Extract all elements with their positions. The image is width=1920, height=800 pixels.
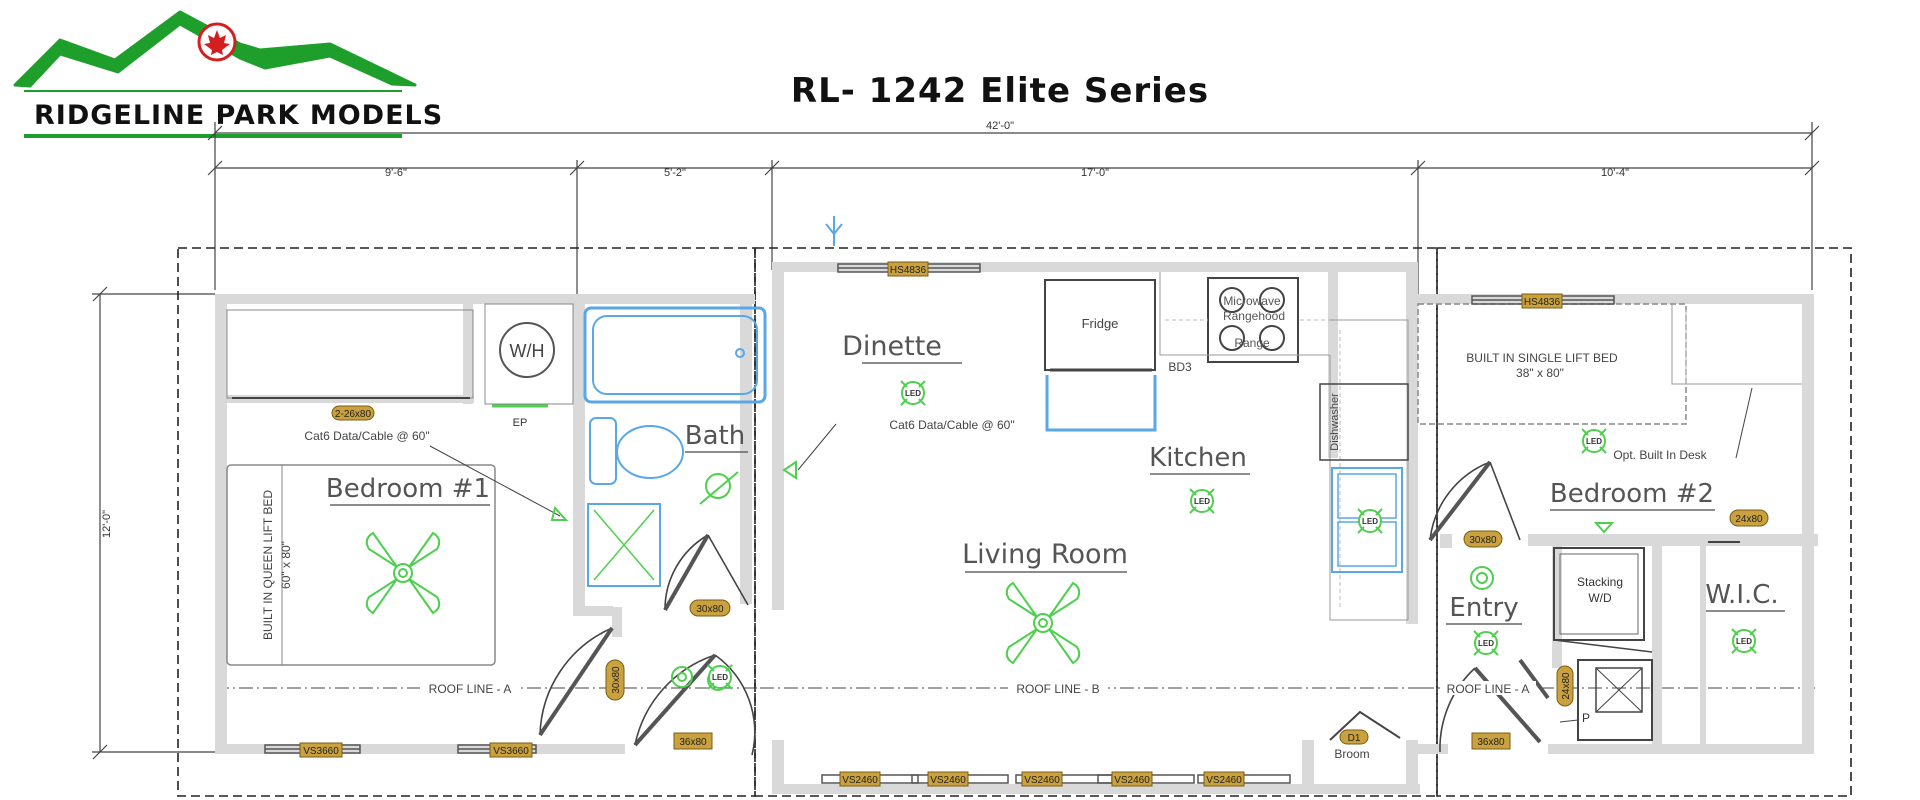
roof-labels: ROOF LINE - A ROOF LINE - B ROOF LINE - …: [420, 681, 1536, 696]
tag-door-30x80-hall: 30x80: [611, 666, 622, 694]
room-bedroom2: Bedroom #2: [1550, 479, 1714, 509]
led-kitchen: LED: [1189, 488, 1215, 514]
tag-window-vs2460-b: VS2460: [930, 775, 966, 786]
logo-mountains: [13, 10, 417, 88]
led-lights: LED LED LED LED LED LED: [707, 380, 1757, 690]
dim-depth: 12'-0": [101, 510, 113, 538]
svg-text:LED: LED: [712, 673, 728, 682]
led-wic: LED: [1731, 628, 1757, 654]
doors-left: [538, 534, 756, 756]
led-entry: LED: [1473, 630, 1499, 656]
cat6-mid-label: Cat6 Data/Cable @ 60": [889, 418, 1014, 432]
room-living: Living Room: [962, 539, 1128, 570]
bath-fixtures: [583, 306, 767, 587]
svg-text:LED: LED: [1586, 437, 1602, 446]
fridge-label: Fridge: [1082, 316, 1119, 331]
tag-window-vs2460-d: VS2460: [1114, 775, 1150, 786]
tag-door-30x80-bath: 30x80: [696, 604, 724, 615]
led-bedroom2: LED: [1581, 428, 1607, 454]
tag-window-vs3660-b: VS3660: [493, 746, 529, 757]
dim-seg1: 9'-6": [385, 167, 407, 179]
roof-label-b: ROOF LINE - B: [1016, 682, 1099, 696]
room-dinette: Dinette: [842, 331, 942, 362]
toilet-tank: [589, 417, 617, 485]
single-bed-size: 38" x 80": [1516, 366, 1564, 380]
dishwasher-label: Dishwasher: [1329, 393, 1341, 451]
dim-seg4: 10'-4": [1601, 167, 1629, 179]
bedroom2-fixtures: BUILT IN SINGLE LIFT BED 38" x 80" Opt. …: [1417, 303, 1802, 753]
led-dinette: LED: [900, 380, 926, 406]
queen-lift-bed: [226, 464, 496, 666]
stacking-wd-label: W/D: [1588, 591, 1612, 605]
led-hall: LED: [707, 664, 733, 690]
p-label: P: [1582, 711, 1590, 725]
toilet-bowl: [616, 425, 684, 479]
dim-seg2: 5'-2": [664, 167, 686, 179]
roof-outlines: [177, 247, 1852, 797]
svg-text:LED: LED: [1478, 639, 1494, 648]
tag-door-30x80-bed2: 30x80: [1469, 535, 1497, 546]
tag-window-vs2460-e: VS2460: [1206, 775, 1242, 786]
tag-door-d1: D1: [1348, 733, 1361, 744]
kitchen-sink: [1331, 467, 1403, 573]
walls: [215, 262, 1818, 794]
tag-door-36x80-left: 36x80: [679, 737, 707, 748]
room-names: Dinette Bath Bedroom #1 Kitchen Living R…: [326, 331, 1785, 625]
stacking-washer-dryer: [1553, 547, 1645, 641]
dim-overall: 42'-0": [986, 120, 1014, 132]
roof-label-a-left: ROOF LINE - A: [429, 682, 512, 696]
tag-door-36x80-right: 36x80: [1477, 737, 1505, 748]
tag-door-2-26x80: 2-26x80: [335, 409, 372, 420]
logo: RIDGELINE PARK MODELS: [12, 0, 443, 145]
tag-hs4836-b: HS4836: [1524, 297, 1561, 308]
bedroom1-fixtures: BUILT IN QUEEN LIFT BED 60" x 80" W/H EP…: [226, 303, 574, 666]
cat6-left-label: Cat6 Data/Cable @ 60": [304, 429, 429, 443]
tag-window-vs2460-c: VS2460: [1024, 775, 1060, 786]
single-bed-label: BUILT IN SINGLE LIFT BED: [1466, 351, 1618, 365]
room-bedroom1: Bedroom #1: [326, 474, 490, 504]
range-label: Range: [1234, 336, 1270, 350]
broom-label: Broom: [1334, 747, 1369, 761]
dimension-lines: [92, 122, 1820, 760]
ceiling-fan-icon: [365, 531, 441, 615]
room-kitchen: Kitchen: [1149, 443, 1247, 473]
svg-text:LED: LED: [1736, 637, 1752, 646]
led-sink: LED: [1357, 508, 1383, 534]
tag-window-vs3660-a: VS3660: [303, 746, 339, 757]
dinette-bench: [1045, 375, 1157, 432]
dim-seg3: 17'-0": [1081, 167, 1109, 179]
stacking-label: Stacking: [1577, 575, 1623, 589]
room-wic: W.I.C.: [1705, 580, 1778, 610]
queen-bed-label: BUILT IN QUEEN LIFT BED: [261, 490, 275, 640]
svg-text:LED: LED: [905, 389, 921, 398]
water-heater: [499, 322, 555, 378]
page-title: RL- 1242 Elite Series: [791, 71, 1209, 111]
living-fan-icon: [1005, 581, 1081, 665]
kitchen-fixtures: Fridge Microwave Rangehood Range BD3 Dis…: [782, 216, 1409, 761]
desk-label: Opt. Built In Desk: [1613, 448, 1707, 462]
svg-text:LED: LED: [1362, 517, 1378, 526]
room-bath: Bath: [685, 421, 745, 451]
bathtub: [583, 306, 767, 404]
microwave-label: Microwave: [1223, 294, 1281, 308]
tag-door-24x80-bed2: 24x80: [1735, 514, 1763, 525]
ep-label: EP: [513, 417, 528, 429]
maple-leaf-glyph: [204, 30, 230, 55]
water-heater-label: W/H: [510, 341, 545, 361]
tag-door-24x80-wd: 24x80: [1561, 672, 1572, 700]
tag-window-vs2460-a: VS2460: [842, 775, 878, 786]
roof-label-a-right: ROOF LINE - A: [1447, 682, 1530, 696]
rangehood-label: Rangehood: [1223, 309, 1285, 323]
shower: [587, 503, 661, 587]
bd3-label: BD3: [1168, 360, 1192, 374]
tags: HS4836 HS4836 2-26x80 30x80 30x80 36x80 …: [299, 261, 1769, 787]
dishwasher: [1319, 383, 1409, 461]
dimension-text: 42'-0" 9'-6" 5'-2" 17'-0" 10'-4" 12'-0": [101, 120, 1629, 538]
logo-brand: RIDGELINE PARK MODELS: [34, 100, 443, 131]
svg-text:LED: LED: [1194, 497, 1210, 506]
tag-hs4836-a: HS4836: [890, 265, 927, 276]
queen-bed-size: 60" x 80": [279, 541, 293, 589]
room-entry: Entry: [1449, 593, 1518, 623]
